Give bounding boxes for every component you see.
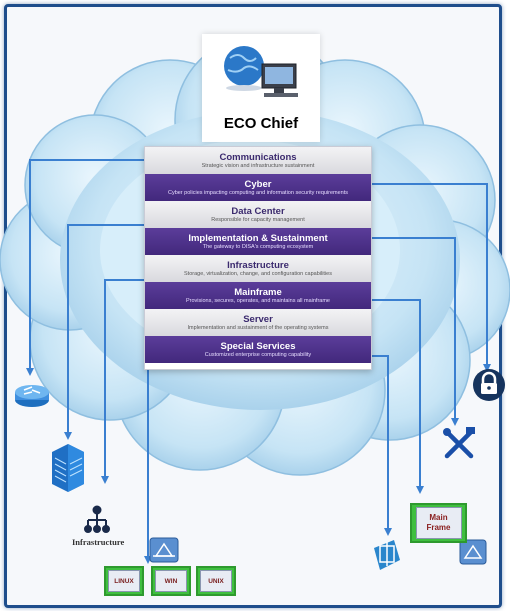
band-subtitle: Implementation and sustainment of the op… xyxy=(187,324,329,331)
unix-label: UNIX xyxy=(200,570,232,592)
mainframe-label-line2: Frame xyxy=(426,523,451,532)
band-title: Server xyxy=(243,313,273,325)
band-title: Mainframe xyxy=(234,286,282,298)
band-server: Server Implementation and sustainment of… xyxy=(145,309,371,336)
connector-data-center xyxy=(64,224,148,440)
win-monitor: WIN xyxy=(151,566,191,596)
apps-icon xyxy=(149,537,179,563)
eco-chief-label: ECO Chief xyxy=(223,115,299,132)
band-subtitle: Strategic vision and infrastructure sust… xyxy=(201,162,315,169)
band-subtitle: Provisions, secures, operates, and maint… xyxy=(186,297,330,304)
band-implementation-sustainment: Implementation & Sustainment The gateway… xyxy=(145,228,371,255)
network-icon xyxy=(374,540,400,570)
connector-mainframe xyxy=(370,299,424,494)
band-title: Special Services xyxy=(220,340,296,352)
band-subtitle: The gateway to DISA's computing ecosyste… xyxy=(202,243,314,250)
band-subtitle: Cyber policies impacting computing and i… xyxy=(167,189,349,196)
band-title: Implementation & Sustainment xyxy=(188,232,328,244)
connector-infrastructure xyxy=(101,279,148,484)
router-icon xyxy=(15,385,49,407)
connector-implementation xyxy=(370,237,459,426)
band-subtitle: Storage, virtualization, change, and con… xyxy=(184,270,332,277)
band-communications: Communications Strategic vision and infr… xyxy=(145,147,371,174)
band-title: Data Center xyxy=(231,205,285,217)
band-subtitle: Customized enterprise computing capabili… xyxy=(204,351,312,358)
computer-globe-icon xyxy=(224,46,298,97)
hierarchy-icon xyxy=(84,505,110,533)
lock-icon xyxy=(473,369,505,401)
server-stack-icon xyxy=(52,444,84,492)
infrastructure-label: Infrastructure xyxy=(72,537,125,547)
band-special-services: Special Services Customized enterprise c… xyxy=(145,336,371,363)
unix-monitor: UNIX xyxy=(196,566,236,596)
connector-cyber xyxy=(370,183,491,372)
band-title: Infrastructure xyxy=(227,259,289,271)
band-data-center: Data Center Responsible for capacity man… xyxy=(145,201,371,228)
linux-monitor: LINUX xyxy=(104,566,144,596)
linux-label: LINUX xyxy=(108,570,140,592)
connector-communications xyxy=(26,159,148,376)
band-title: Communications xyxy=(219,151,297,163)
band-cyber: Cyber Cyber policies impacting computing… xyxy=(145,174,371,201)
tools-icon xyxy=(443,427,475,459)
band-title: Cyber xyxy=(244,178,272,190)
apps-icon-right xyxy=(459,539,487,565)
win-label: WIN xyxy=(155,570,187,592)
capability-stack: Communications Strategic vision and infr… xyxy=(144,146,372,370)
band-subtitle: Responsible for capacity management xyxy=(211,216,305,223)
connectors xyxy=(26,159,491,564)
connector-special-services xyxy=(370,355,392,536)
eco-chief-card: ECO Chief xyxy=(202,34,320,142)
band-mainframe: Mainframe Provisions, secures, operates,… xyxy=(145,282,371,309)
mainframe-label-line1: Main xyxy=(429,513,448,522)
band-infrastructure: Infrastructure Storage, virtualization, … xyxy=(145,255,371,282)
